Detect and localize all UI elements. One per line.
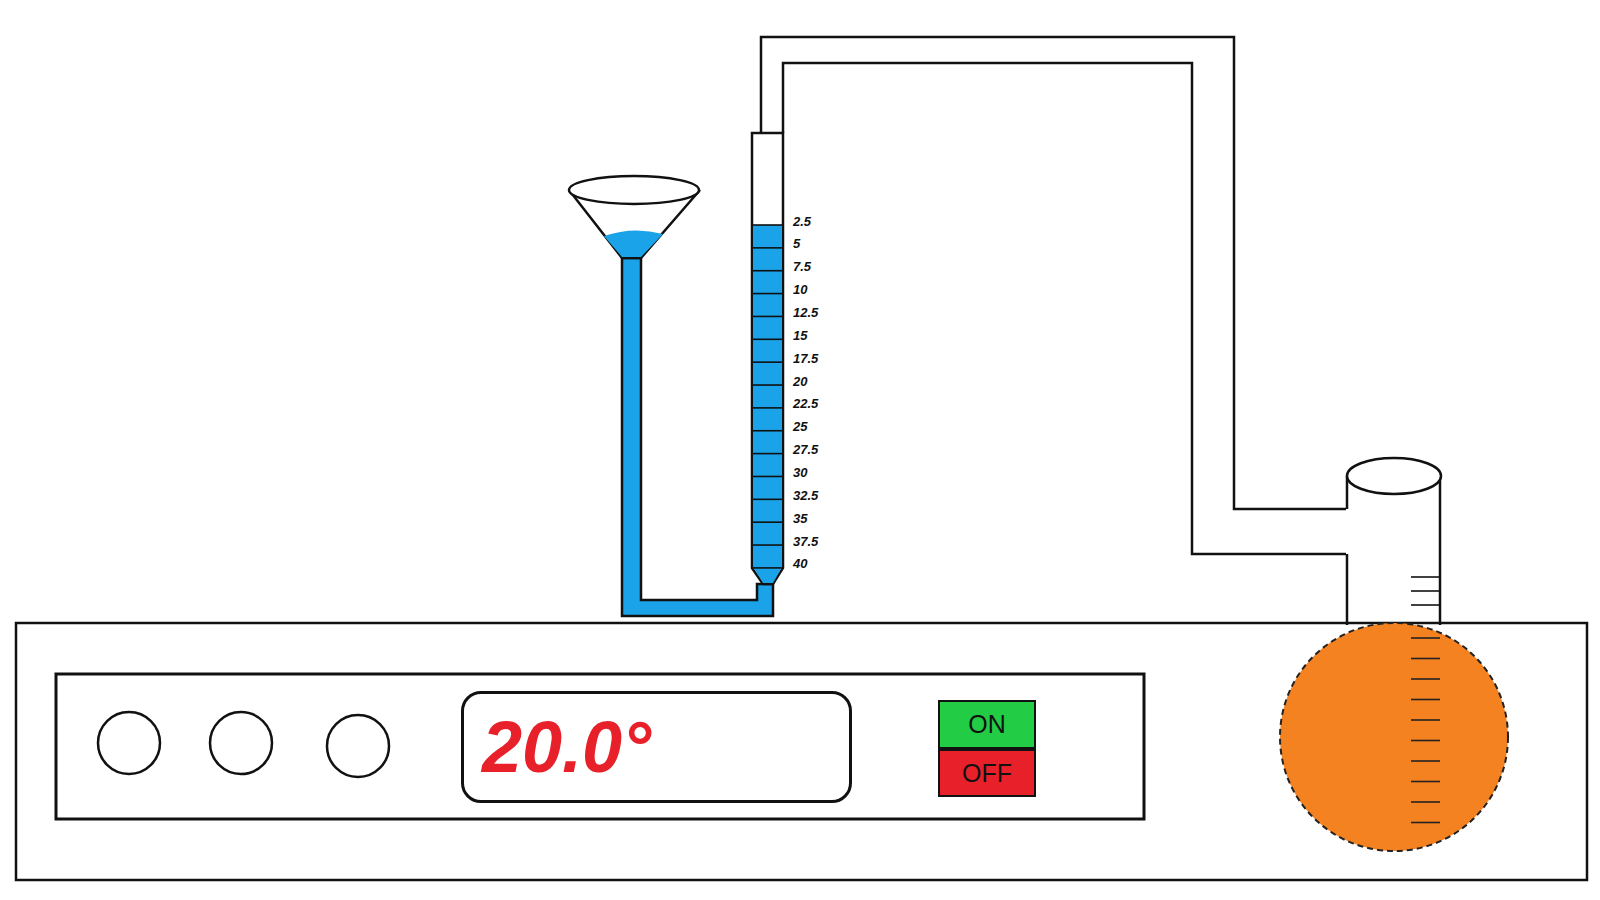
flask-graduation (1411, 740, 1440, 742)
delivery-tube (783, 63, 1346, 554)
flask-graduation (1411, 781, 1440, 783)
off-button: OFF (938, 749, 1036, 797)
funnel-rim (569, 176, 699, 204)
scale-number: 40 (793, 557, 807, 570)
scale-number: 35 (793, 512, 807, 525)
graduated-tube (752, 133, 783, 584)
display-text: ON (968, 710, 1006, 739)
tube-graduations (753, 225, 782, 568)
tube-water (753, 225, 782, 583)
delivery-tube (761, 37, 1346, 509)
scale-number: 32.5 (793, 489, 818, 502)
scale-number: 27.5 (793, 443, 818, 456)
on-button: ON (938, 700, 1036, 749)
display-text: OFF (962, 759, 1012, 788)
water-tube (622, 258, 773, 616)
display-text: 20.0° (482, 706, 651, 788)
tube-graduation (753, 499, 782, 501)
tube-graduation (753, 430, 782, 432)
scale-number: 20 (793, 375, 807, 388)
scale-number: 7.5 (793, 260, 811, 273)
knob (98, 712, 160, 774)
flask-graduation (1411, 719, 1440, 721)
flask-neck (1439, 476, 1442, 625)
scale-number: 25 (793, 420, 807, 433)
flask-graduation (1411, 590, 1440, 592)
scale-number: 30 (793, 466, 807, 479)
tube-graduation (753, 384, 782, 386)
tube-graduation (753, 521, 782, 523)
scale-number: 37.5 (793, 535, 818, 548)
tube-graduation (753, 293, 782, 295)
tube-graduation (753, 407, 782, 409)
tube-graduation (753, 453, 782, 455)
scale-number: 12.5 (793, 306, 818, 319)
hot-plate (16, 623, 1587, 880)
flask-neck (1346, 554, 1349, 625)
knob (210, 712, 272, 774)
flask-graduation (1411, 760, 1440, 762)
tube-graduation (753, 476, 782, 478)
tube-graduation (753, 567, 782, 569)
tube-graduation (753, 247, 782, 249)
tube-graduation (753, 270, 782, 272)
flask-graduation (1411, 678, 1440, 680)
flask-bulb (1280, 623, 1508, 851)
tube-graduation (753, 316, 782, 318)
scale-number: 15 (793, 329, 807, 342)
tube-graduation (753, 361, 782, 363)
flask-graduation (1411, 604, 1440, 606)
flask-graduation (1411, 699, 1440, 701)
knob (327, 715, 389, 777)
flask-graduation (1411, 658, 1440, 660)
tube-graduation (753, 338, 782, 340)
flask-mouth (1347, 458, 1441, 494)
scale-number: 17.5 (793, 352, 818, 365)
scale-number: 22.5 (793, 397, 818, 410)
flask-graduation (1411, 801, 1440, 803)
control-panel (56, 674, 1144, 819)
temperature-display: 20.0° (461, 691, 852, 803)
flask-graduation (1411, 576, 1440, 578)
flask-graduation (1411, 822, 1440, 824)
tube-graduation (753, 544, 782, 546)
funnel-water (604, 230, 663, 257)
scale-number: 5 (793, 237, 800, 250)
flask-graduations (1411, 638, 1440, 823)
scale-number: 2.5 (793, 215, 811, 228)
tube-graduation (753, 224, 782, 226)
flask-graduation (1411, 637, 1440, 639)
scale-number: 10 (793, 283, 807, 296)
